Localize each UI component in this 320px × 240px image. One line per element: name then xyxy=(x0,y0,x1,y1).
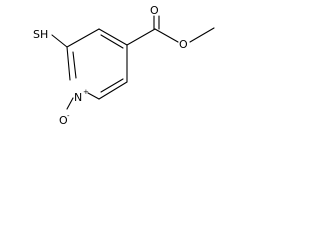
ester-oxygen-label: O xyxy=(179,38,188,51)
ring-bond-c6-n1 xyxy=(87,92,100,100)
bond-carbonyl-carbon-ester-o xyxy=(154,28,179,43)
bond-ester-o-methyl xyxy=(189,27,215,43)
ring-bond-c3-c4 xyxy=(98,28,128,46)
molecule-structure: SH N + O - O O xyxy=(33,4,215,127)
bond-n-o xyxy=(66,97,74,110)
n-oxide-charge: - xyxy=(67,112,70,120)
ring-nitrogen-charge: + xyxy=(83,88,89,96)
ring-bond-c5-c6 xyxy=(98,81,128,100)
ring-bond-c5-c6-inner xyxy=(100,78,124,93)
ring-bond-n1-c2-inner xyxy=(72,51,77,79)
ring-bond-c3-c4-inner xyxy=(100,34,124,49)
n-oxide-oxygen-label: O xyxy=(59,114,68,127)
thiol-label: SH xyxy=(33,28,48,41)
bond-c4-carbonyl-carbon xyxy=(126,28,156,46)
carbonyl-oxygen-label: O xyxy=(150,4,159,17)
ring-nitrogen-label: N xyxy=(74,91,82,104)
ring-bond-n1-c2 xyxy=(66,46,71,81)
chemical-structure-canvas: SH N + O - O O xyxy=(0,0,228,138)
bond-c2-s xyxy=(51,34,68,48)
ring-bond-c2-c3 xyxy=(66,28,100,48)
